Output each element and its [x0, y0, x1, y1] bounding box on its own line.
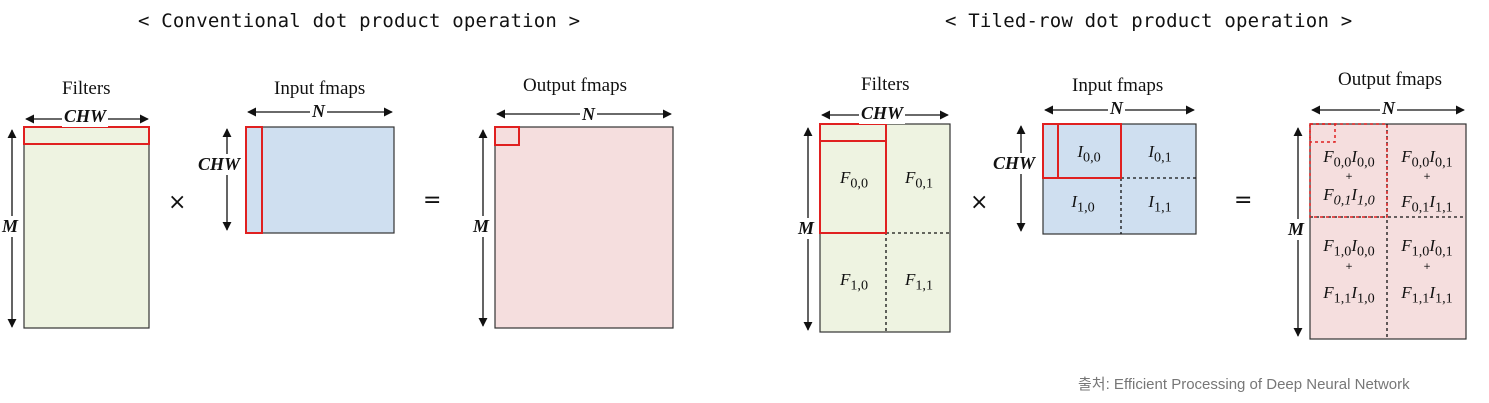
conv-filters-m: M: [0, 216, 21, 237]
conv-filters-row-highlight: [23, 126, 150, 145]
tiled-input-label: Input fmaps: [1072, 75, 1164, 96]
conv-output-element-highlight: [494, 126, 520, 146]
tiled-heading: < Tiled-row dot product operation >: [945, 10, 1353, 32]
source-citation: 출처: Efficient Processing of Deep Neural …: [1078, 376, 1410, 393]
tiled-output-m: M: [1286, 219, 1307, 240]
input-tile-0-0: I0,0: [1077, 142, 1101, 166]
tiled-output-element-highlight: [1309, 123, 1336, 143]
filter-tile-0-0: F0,0: [839, 168, 869, 192]
output-tile-0-0-term2: F0,1I1,0: [1323, 185, 1375, 209]
conv-times-sign: ×: [168, 190, 187, 215]
conv-input-column-highlight: [245, 126, 263, 234]
conv-output-label: Output fmaps: [523, 75, 627, 96]
conv-input-label: Input fmaps: [274, 78, 366, 99]
tiled-filters-row-highlight: [819, 123, 887, 142]
conv-input-matrix: [245, 126, 395, 234]
tiled-filters-label: Filters: [861, 74, 910, 95]
conv-output-matrix: [494, 126, 674, 329]
conv-filters-matrix: [23, 126, 150, 329]
output-tile-1-1-term1: F1,0I0,1: [1401, 236, 1453, 260]
tiled-filters-chw: CHW: [859, 103, 906, 124]
output-tile-0-0-term1: F0,0I0,0: [1323, 147, 1375, 171]
conv-equals-sign: =: [423, 188, 442, 213]
output-tile-1-1-plus: +: [1423, 262, 1431, 272]
conv-input-chw: CHW: [196, 154, 243, 175]
tiled-output-label: Output fmaps: [1338, 69, 1442, 90]
conv-output-m: M: [471, 216, 492, 237]
filter-tile-0-1: F0,1: [904, 168, 934, 192]
conv-filters-chw: CHW: [62, 106, 109, 127]
conv-input-n: N: [310, 101, 327, 122]
tiled-output-n: N: [1380, 98, 1397, 119]
tiled-input-chw: CHW: [991, 153, 1038, 174]
conv-filters-label: Filters: [62, 78, 111, 99]
filter-tile-1-1: F1,1: [904, 270, 934, 294]
output-tile-0-1-term2: F0,1I1,1: [1401, 192, 1453, 216]
tiled-filters-m: M: [796, 218, 817, 239]
input-tile-1-1: I1,1: [1148, 192, 1172, 216]
output-tile-1-1-term2: F1,1I1,1: [1401, 283, 1453, 307]
tiled-equals-sign: =: [1234, 188, 1253, 213]
output-tile-1-0-term1: F1,0I0,0: [1323, 236, 1375, 260]
output-tile-1-0-term2: F1,1I1,0: [1323, 283, 1375, 307]
tiled-input-n: N: [1108, 98, 1125, 119]
input-tile-1-0: I1,0: [1071, 192, 1095, 216]
tiled-output-tile-highlight: [1309, 123, 1388, 218]
output-tile-0-0-plus: +: [1345, 172, 1353, 182]
tiled-times-sign: ×: [970, 190, 989, 215]
filter-tile-1-0: F1,0: [839, 270, 869, 294]
output-tile-1-0-plus: +: [1345, 262, 1353, 272]
conventional-heading: < Conventional dot product operation >: [138, 10, 581, 32]
tiled-output-matrix: [1309, 123, 1467, 340]
output-tile-0-1-term1: F0,0I0,1: [1401, 147, 1453, 171]
output-tile-0-1-plus: +: [1423, 172, 1431, 182]
tiled-input-column-highlight: [1042, 123, 1059, 179]
conv-output-n: N: [580, 104, 597, 125]
input-tile-0-1: I0,1: [1148, 142, 1172, 166]
